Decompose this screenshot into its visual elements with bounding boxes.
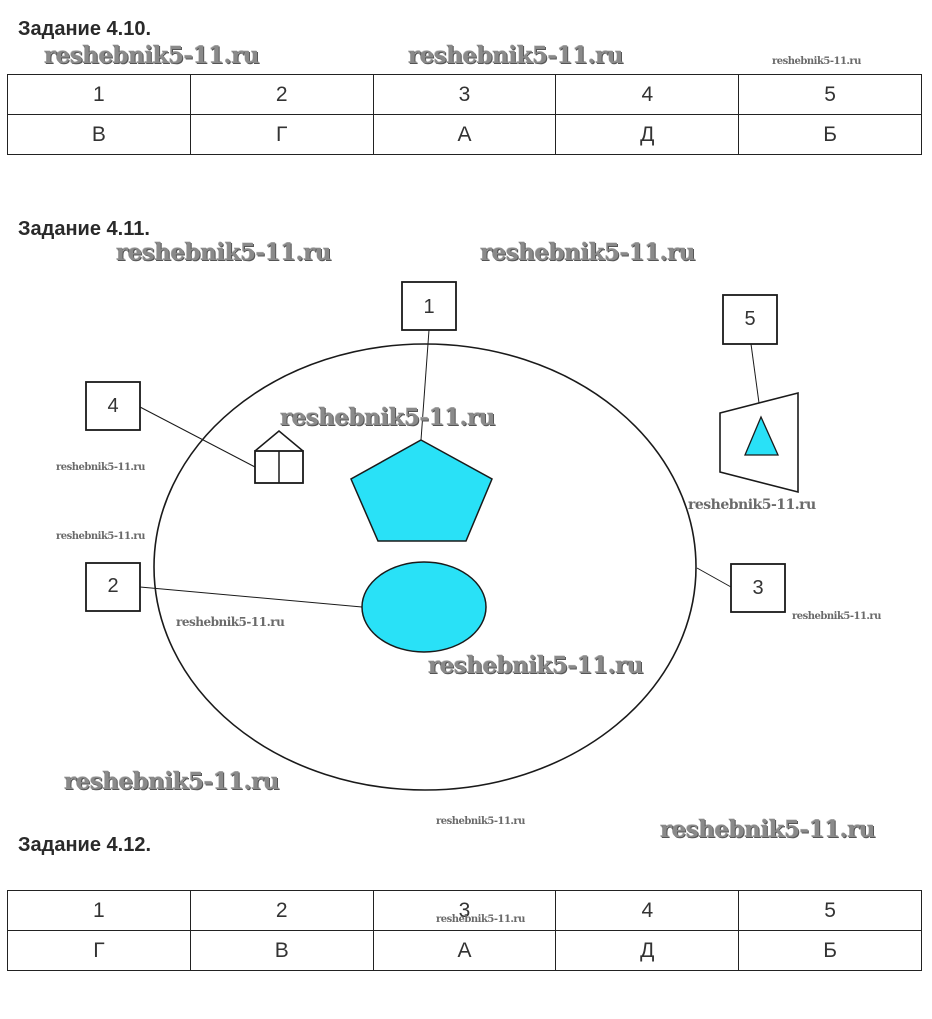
watermark: reshebnik5-11.ru <box>436 816 525 827</box>
table-header-cell: 2 <box>189 74 374 115</box>
label-4-text: 4 <box>107 395 118 417</box>
pentagon-shape <box>350 439 493 542</box>
triangle-shape <box>744 415 780 456</box>
label-box-3: 3 <box>730 563 786 613</box>
task-4-10-title: Задание 4.10. <box>18 18 152 40</box>
label-1-text: 1 <box>423 296 434 318</box>
watermark: reshebnik5-11.ru <box>56 531 145 542</box>
table-answer-cell: Г <box>7 930 191 971</box>
table-header-row: 1 2 3 4 5 <box>7 74 922 115</box>
task-4-11-title: Задание 4.11. <box>18 218 150 240</box>
leader-line-5 <box>750 343 760 404</box>
watermark: reshebnik5-11.ru <box>660 816 875 843</box>
watermark: reshebnik5-11.ru <box>408 42 623 69</box>
table-answer-cell: Г <box>189 114 374 155</box>
label-box-4: 4 <box>85 381 141 431</box>
watermark: reshebnik5-11.ru <box>428 652 643 679</box>
leader-line-2 <box>139 586 363 608</box>
table-answer-row: В Г А Д Б <box>7 114 922 155</box>
house-shape <box>254 430 304 484</box>
table-answer-cell: В <box>189 930 374 971</box>
task-4-12-answer-table: 1 2 3 4 5 Г В А Д Б <box>7 890 922 971</box>
table-answer-cell: Б <box>738 114 922 155</box>
table-header-cell: 5 <box>738 890 922 931</box>
watermark: reshebnik5-11.ru <box>792 611 881 622</box>
table-header-cell: 2 <box>189 890 374 931</box>
leader-line-1 <box>420 329 430 441</box>
watermark: reshebnik5-11.ru <box>280 404 495 431</box>
task-4-12-title: Задание 4.12. <box>18 834 152 856</box>
table-header-cell: 1 <box>7 890 191 931</box>
watermark: reshebnik5-11.ru <box>772 56 861 67</box>
table-header-cell: 4 <box>555 890 740 931</box>
watermark: reshebnik5-11.ru <box>688 497 816 513</box>
watermark: reshebnik5-11.ru <box>436 914 525 925</box>
table-answer-cell: А <box>372 114 557 155</box>
watermark: reshebnik5-11.ru <box>56 462 145 473</box>
table-header-cell: 3 <box>372 74 557 115</box>
table-answer-cell: В <box>7 114 191 155</box>
table-answer-cell: А <box>372 930 557 971</box>
table-answer-cell: Б <box>738 930 922 971</box>
label-box-5: 5 <box>722 294 778 345</box>
label-box-1: 1 <box>401 281 457 331</box>
table-header-row: 1 2 3 4 5 <box>7 890 922 931</box>
label-2-text: 2 <box>107 575 118 597</box>
watermark: reshebnik5-11.ru <box>480 239 695 266</box>
leader-line-3 <box>696 567 732 588</box>
label-box-2: 2 <box>85 562 141 612</box>
label-3-text: 3 <box>752 577 763 599</box>
table-answer-row: Г В А Д Б <box>7 930 922 971</box>
table-answer-cell: Д <box>555 930 740 971</box>
outer-ellipse <box>153 343 697 791</box>
table-answer-cell: Д <box>555 114 740 155</box>
table-header-cell: 1 <box>7 74 191 115</box>
label-5-text: 5 <box>744 308 755 330</box>
task-4-10-answer-table: 1 2 3 4 5 В Г А Д Б <box>7 74 922 155</box>
watermark: reshebnik5-11.ru <box>116 239 331 266</box>
watermark: reshebnik5-11.ru <box>64 768 279 795</box>
watermark: reshebnik5-11.ru <box>44 42 259 69</box>
inner-ellipse-shape <box>361 561 487 653</box>
leader-line-4 <box>139 406 256 468</box>
watermark: reshebnik5-11.ru <box>176 615 285 629</box>
